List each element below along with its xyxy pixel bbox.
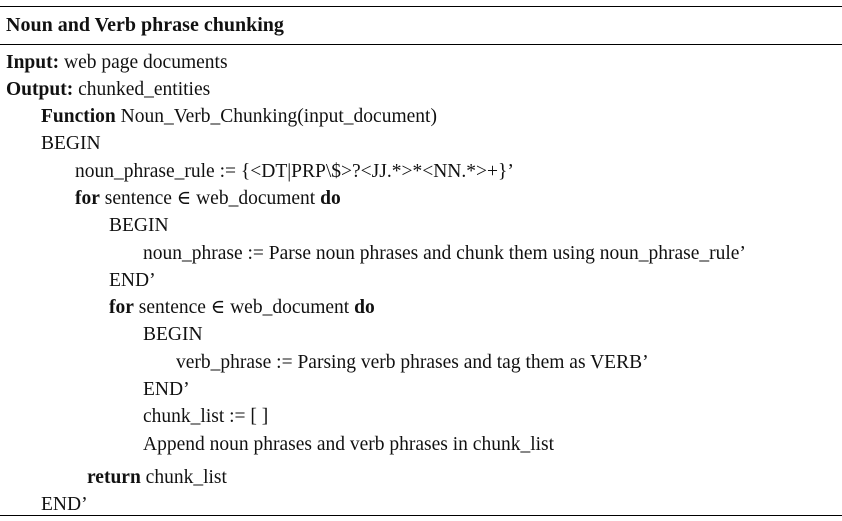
loop1-end: END’ xyxy=(109,270,156,291)
loop1-begin: BEGIN xyxy=(109,215,169,236)
input-label: Input: xyxy=(6,52,60,73)
return-keyword: return xyxy=(87,467,141,488)
for-keyword: for xyxy=(75,188,100,209)
loop2-begin: BEGIN xyxy=(143,324,203,345)
output-label: Output: xyxy=(6,79,74,100)
loop-condition: sentence ∈ web_document xyxy=(104,188,316,209)
function-keyword: Function xyxy=(41,106,116,127)
end-outer: END’ xyxy=(41,494,88,515)
return-value: chunk_list xyxy=(145,467,227,488)
input-value: web page documents xyxy=(64,52,228,73)
output-line: Output: chunked_entities xyxy=(6,76,210,103)
bottom-rule xyxy=(0,515,842,516)
function-line: Function Noun_Verb_Chunking(input_docume… xyxy=(41,103,437,130)
function-signature: Noun_Verb_Chunking(input_document) xyxy=(120,106,437,127)
for-loop-1: for sentence ∈ web_document do xyxy=(75,185,341,212)
verb-phrase-statement: verb_phrase := Parsing verb phrases and … xyxy=(176,352,649,373)
do-keyword: do xyxy=(354,297,375,318)
algorithm-title: Noun and Verb phrase chunking xyxy=(6,14,284,36)
chunk-list-init: chunk_list := [ ] xyxy=(143,406,269,427)
begin-outer: BEGIN xyxy=(41,133,101,154)
for-keyword: for xyxy=(109,297,134,318)
loop2-end: END’ xyxy=(143,379,190,400)
do-keyword: do xyxy=(320,188,341,209)
noun-phrase-statement: noun_phrase := Parse noun phrases and ch… xyxy=(143,243,746,264)
loop-condition: sentence ∈ web_document xyxy=(138,297,350,318)
noun-phrase-rule-line: noun_phrase_rule := {<DT|PRP\$>?<JJ.*>*<… xyxy=(75,161,514,182)
output-value: chunked_entities xyxy=(78,79,211,100)
return-line: return chunk_list xyxy=(87,464,227,491)
for-loop-2: for sentence ∈ web_document do xyxy=(109,294,375,321)
input-line: Input: web page documents xyxy=(6,49,228,76)
header-rule xyxy=(0,44,842,45)
append-statement: Append noun phrases and verb phrases in … xyxy=(143,434,555,455)
top-rule xyxy=(0,6,842,7)
